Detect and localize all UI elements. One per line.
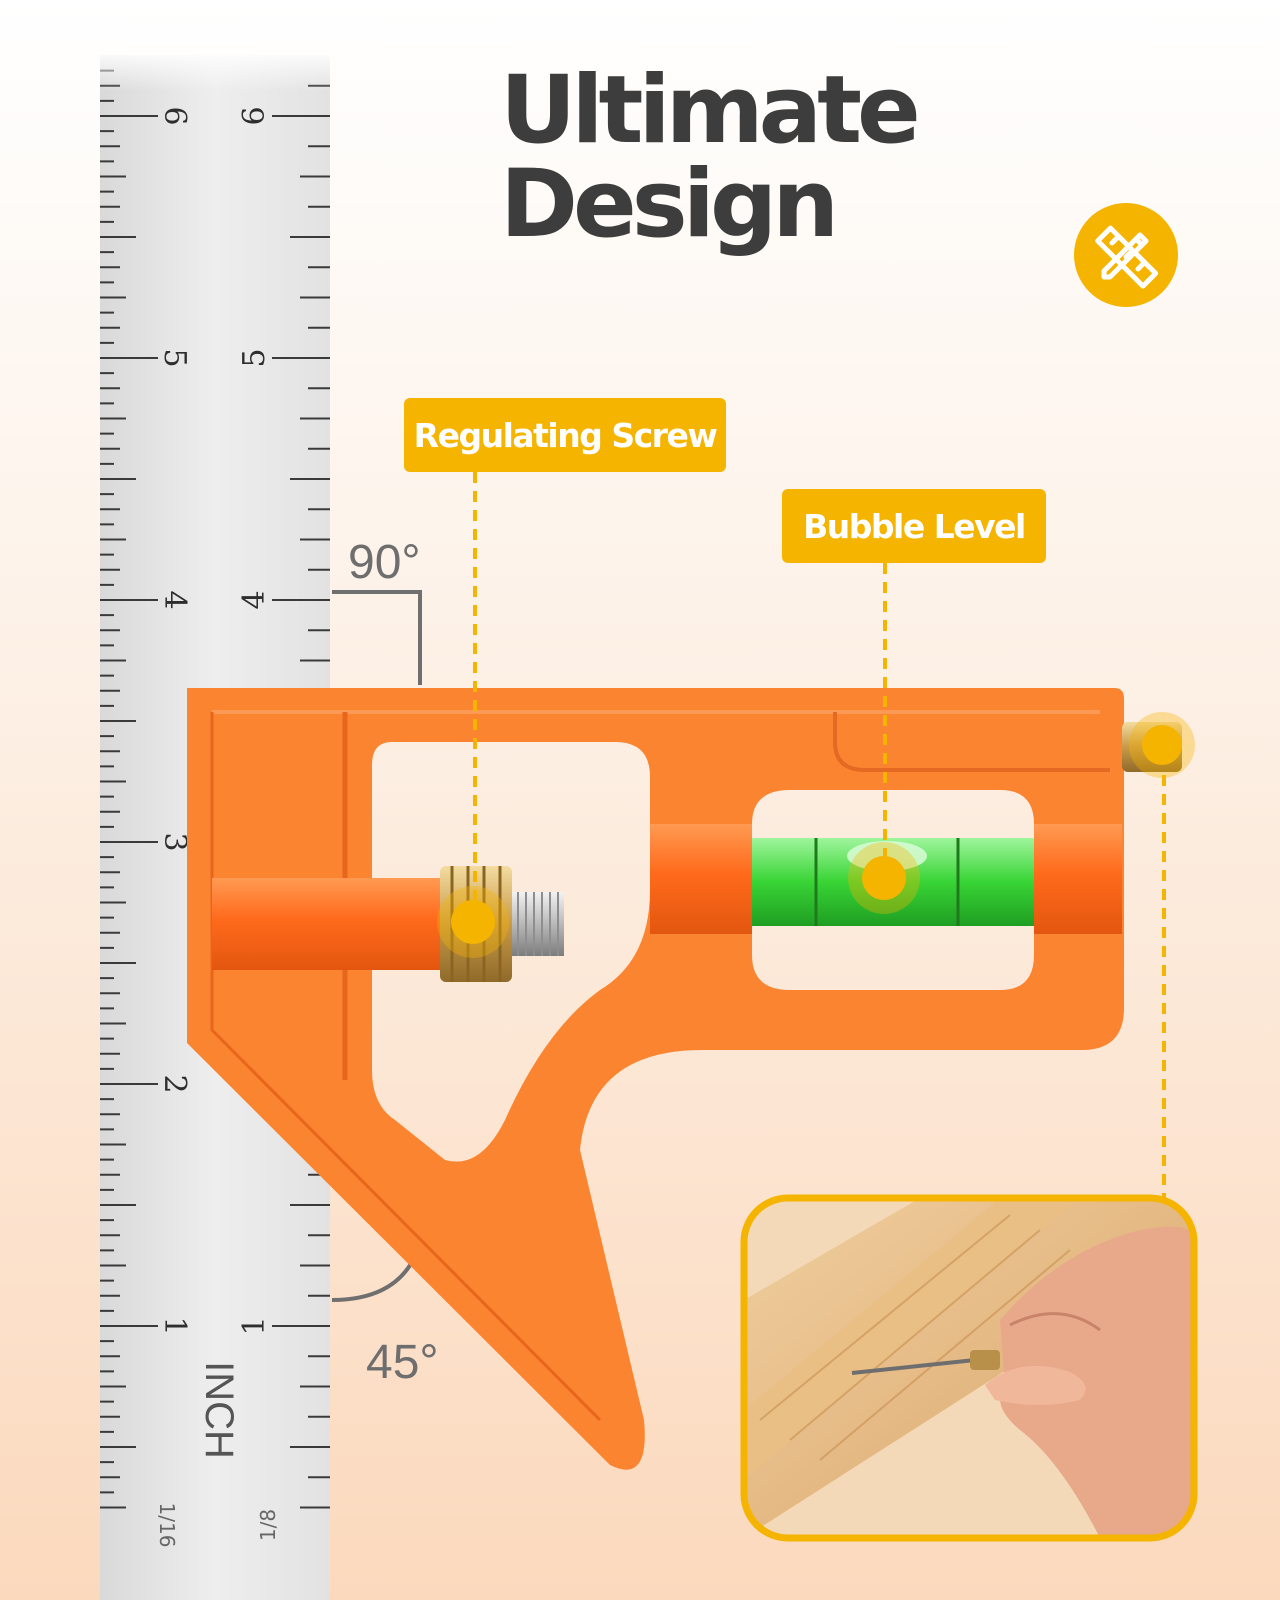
right-angle-label: 90° [348, 536, 421, 589]
scriber-needle [851, 1358, 976, 1375]
ruler-unit-label: INCH [197, 1361, 241, 1459]
ruler-number-fine: 4 [157, 590, 192, 609]
callout-leader-lines [473, 472, 1166, 1198]
page-title: Ultimate Design [500, 56, 921, 259]
lock-rod [212, 878, 442, 970]
pencil-ruler-icon [1074, 203, 1178, 307]
square-head [187, 688, 1124, 1470]
ruler-fine-scale: 1/16 [155, 1503, 179, 1548]
right-angle-marker [332, 590, 422, 685]
ruler-number-coarse: 5 [237, 348, 272, 367]
miter-angle-marker [331, 1260, 414, 1302]
level-housing-left [650, 824, 752, 934]
ruler-number-fine: 5 [157, 348, 192, 367]
ruler-number-coarse: 4 [237, 590, 272, 609]
square-head-body [187, 688, 1124, 1470]
ruler-number-fine: 2 [157, 1074, 192, 1093]
level-housing-right [1034, 824, 1122, 934]
miter-angle-label: 45° [366, 1336, 439, 1389]
ruler-coarse-scale: 1/8 [256, 1509, 280, 1541]
callout-target-screw [437, 886, 509, 958]
regulating-screw-label: Regulating Screw [404, 398, 726, 472]
ruler-number-fine: 3 [157, 832, 192, 851]
ruler-number-fine: 1 [157, 1316, 192, 1335]
callout-target-bubble [848, 842, 920, 914]
scriber-usage-photo [740, 1194, 1198, 1542]
callout-target-scriber [1129, 712, 1195, 778]
ruler-number-coarse: 1 [237, 1316, 272, 1335]
bubble-level-label: Bubble Level [782, 489, 1046, 563]
